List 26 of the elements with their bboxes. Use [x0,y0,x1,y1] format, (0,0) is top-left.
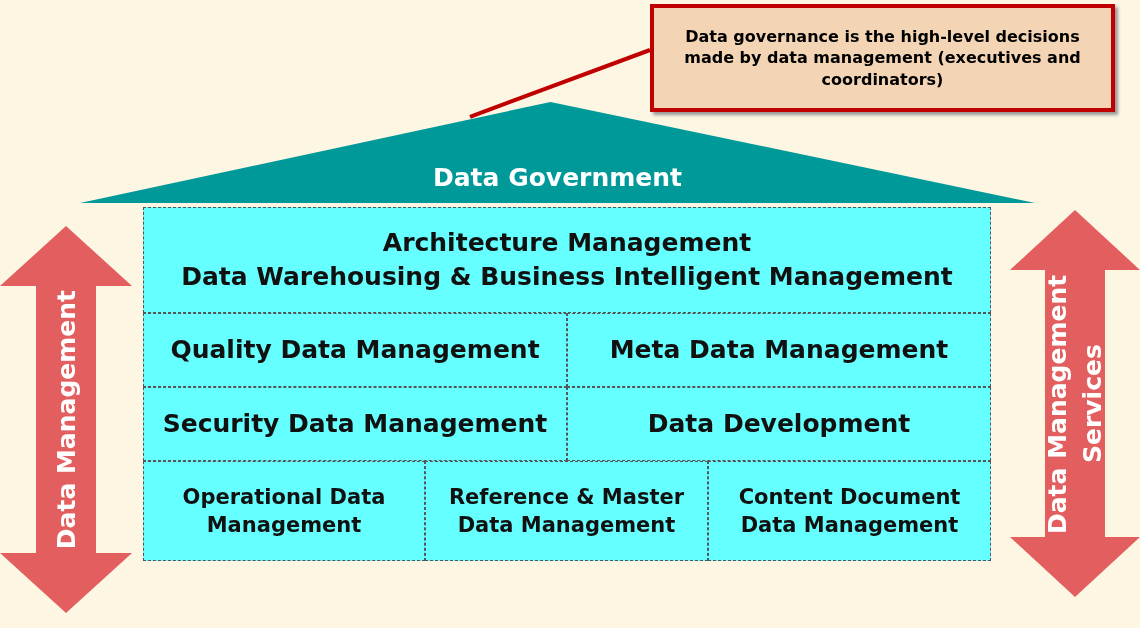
callout-box [650,4,1115,112]
cell-label: Reference & Master Data Management [447,483,686,539]
double-arrow [0,226,132,613]
leader-line [469,48,651,119]
cell-label: Content Document Data Management [737,483,962,539]
cell-label: Data Warehousing & Business Intelligent Management [181,261,953,293]
management-cell [143,207,991,313]
management-cell [143,461,425,561]
management-cell [567,387,991,461]
cell-label: Architecture Management [382,227,752,260]
cell-label: Quality Data Management [170,334,540,367]
cell-label: Operational Data Management [181,483,387,539]
roof-label: Data Government [433,162,682,195]
arrow-label: Data Management Services [1042,272,1108,536]
double-arrow [1010,210,1140,597]
management-cell [567,313,991,387]
management-cell [143,313,567,387]
management-cell [708,461,991,561]
roof-triangle [80,102,1035,203]
callout-text: Data governance is the high-level decisions made by data management (executives and coordinators) [684,25,1081,91]
arrow-label: Data Management [50,289,82,550]
cell-label: Meta Data Management [609,334,949,367]
management-cell [425,461,708,561]
management-cell [143,387,567,461]
cell-label: Data Development [647,408,911,441]
cell-label: Security Data Management [162,408,548,441]
